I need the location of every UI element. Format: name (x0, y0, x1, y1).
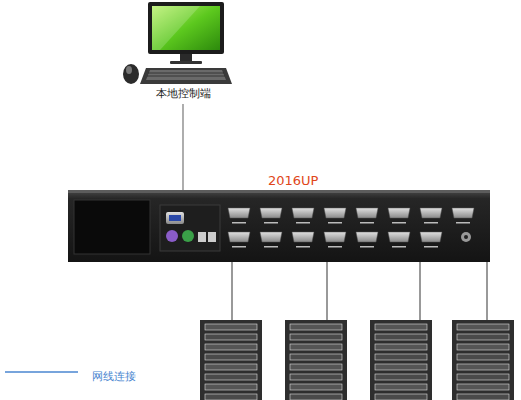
server-slot (457, 354, 509, 360)
server-frame (370, 320, 432, 400)
kvm-node: 2016UP (68, 174, 490, 262)
server-rack (200, 320, 514, 400)
server-slot (205, 364, 257, 370)
server-slot (290, 334, 342, 340)
monitor (148, 2, 224, 64)
node-label: 本地控制端 (156, 88, 211, 100)
server-slot (290, 344, 342, 350)
server-slot (457, 364, 509, 370)
server-slot (205, 324, 257, 330)
server-slot (457, 344, 509, 350)
server-frame (452, 320, 514, 400)
server-frame (200, 320, 262, 400)
server-slot (290, 374, 342, 380)
legend-text: 网线连接 (92, 370, 136, 383)
legend-line (5, 371, 78, 373)
server-slot (457, 394, 509, 400)
server-slot (457, 384, 509, 390)
server-slot (205, 354, 257, 360)
server-frame (285, 320, 347, 400)
server-slot (375, 394, 427, 400)
server-slot (205, 394, 257, 400)
server-slot (205, 334, 257, 340)
server-slot (290, 324, 342, 330)
server-slot (457, 324, 509, 330)
connector (182, 104, 183, 190)
keyboard (140, 68, 232, 84)
server-slot (375, 324, 427, 330)
server-slot (290, 354, 342, 360)
server-slot (375, 364, 427, 370)
server-slot (205, 384, 257, 390)
server-slot (457, 334, 509, 340)
server-slot (290, 384, 342, 390)
server-slot (375, 354, 427, 360)
server-slot (290, 394, 342, 400)
model-heading: 2016UP (268, 174, 318, 188)
kvm-switch (68, 190, 490, 262)
server-slot (375, 334, 427, 340)
server-slot (290, 364, 342, 370)
mouse (123, 64, 139, 84)
server-slot (375, 374, 427, 380)
server-slot (205, 374, 257, 380)
server-slot (205, 344, 257, 350)
server-slot (457, 374, 509, 380)
server-cable (232, 262, 487, 320)
server-slot (375, 344, 427, 350)
legend-entry: 网线连接 (92, 365, 136, 384)
server-slot (375, 384, 427, 390)
console-node: 本地控制端 (130, 0, 236, 102)
